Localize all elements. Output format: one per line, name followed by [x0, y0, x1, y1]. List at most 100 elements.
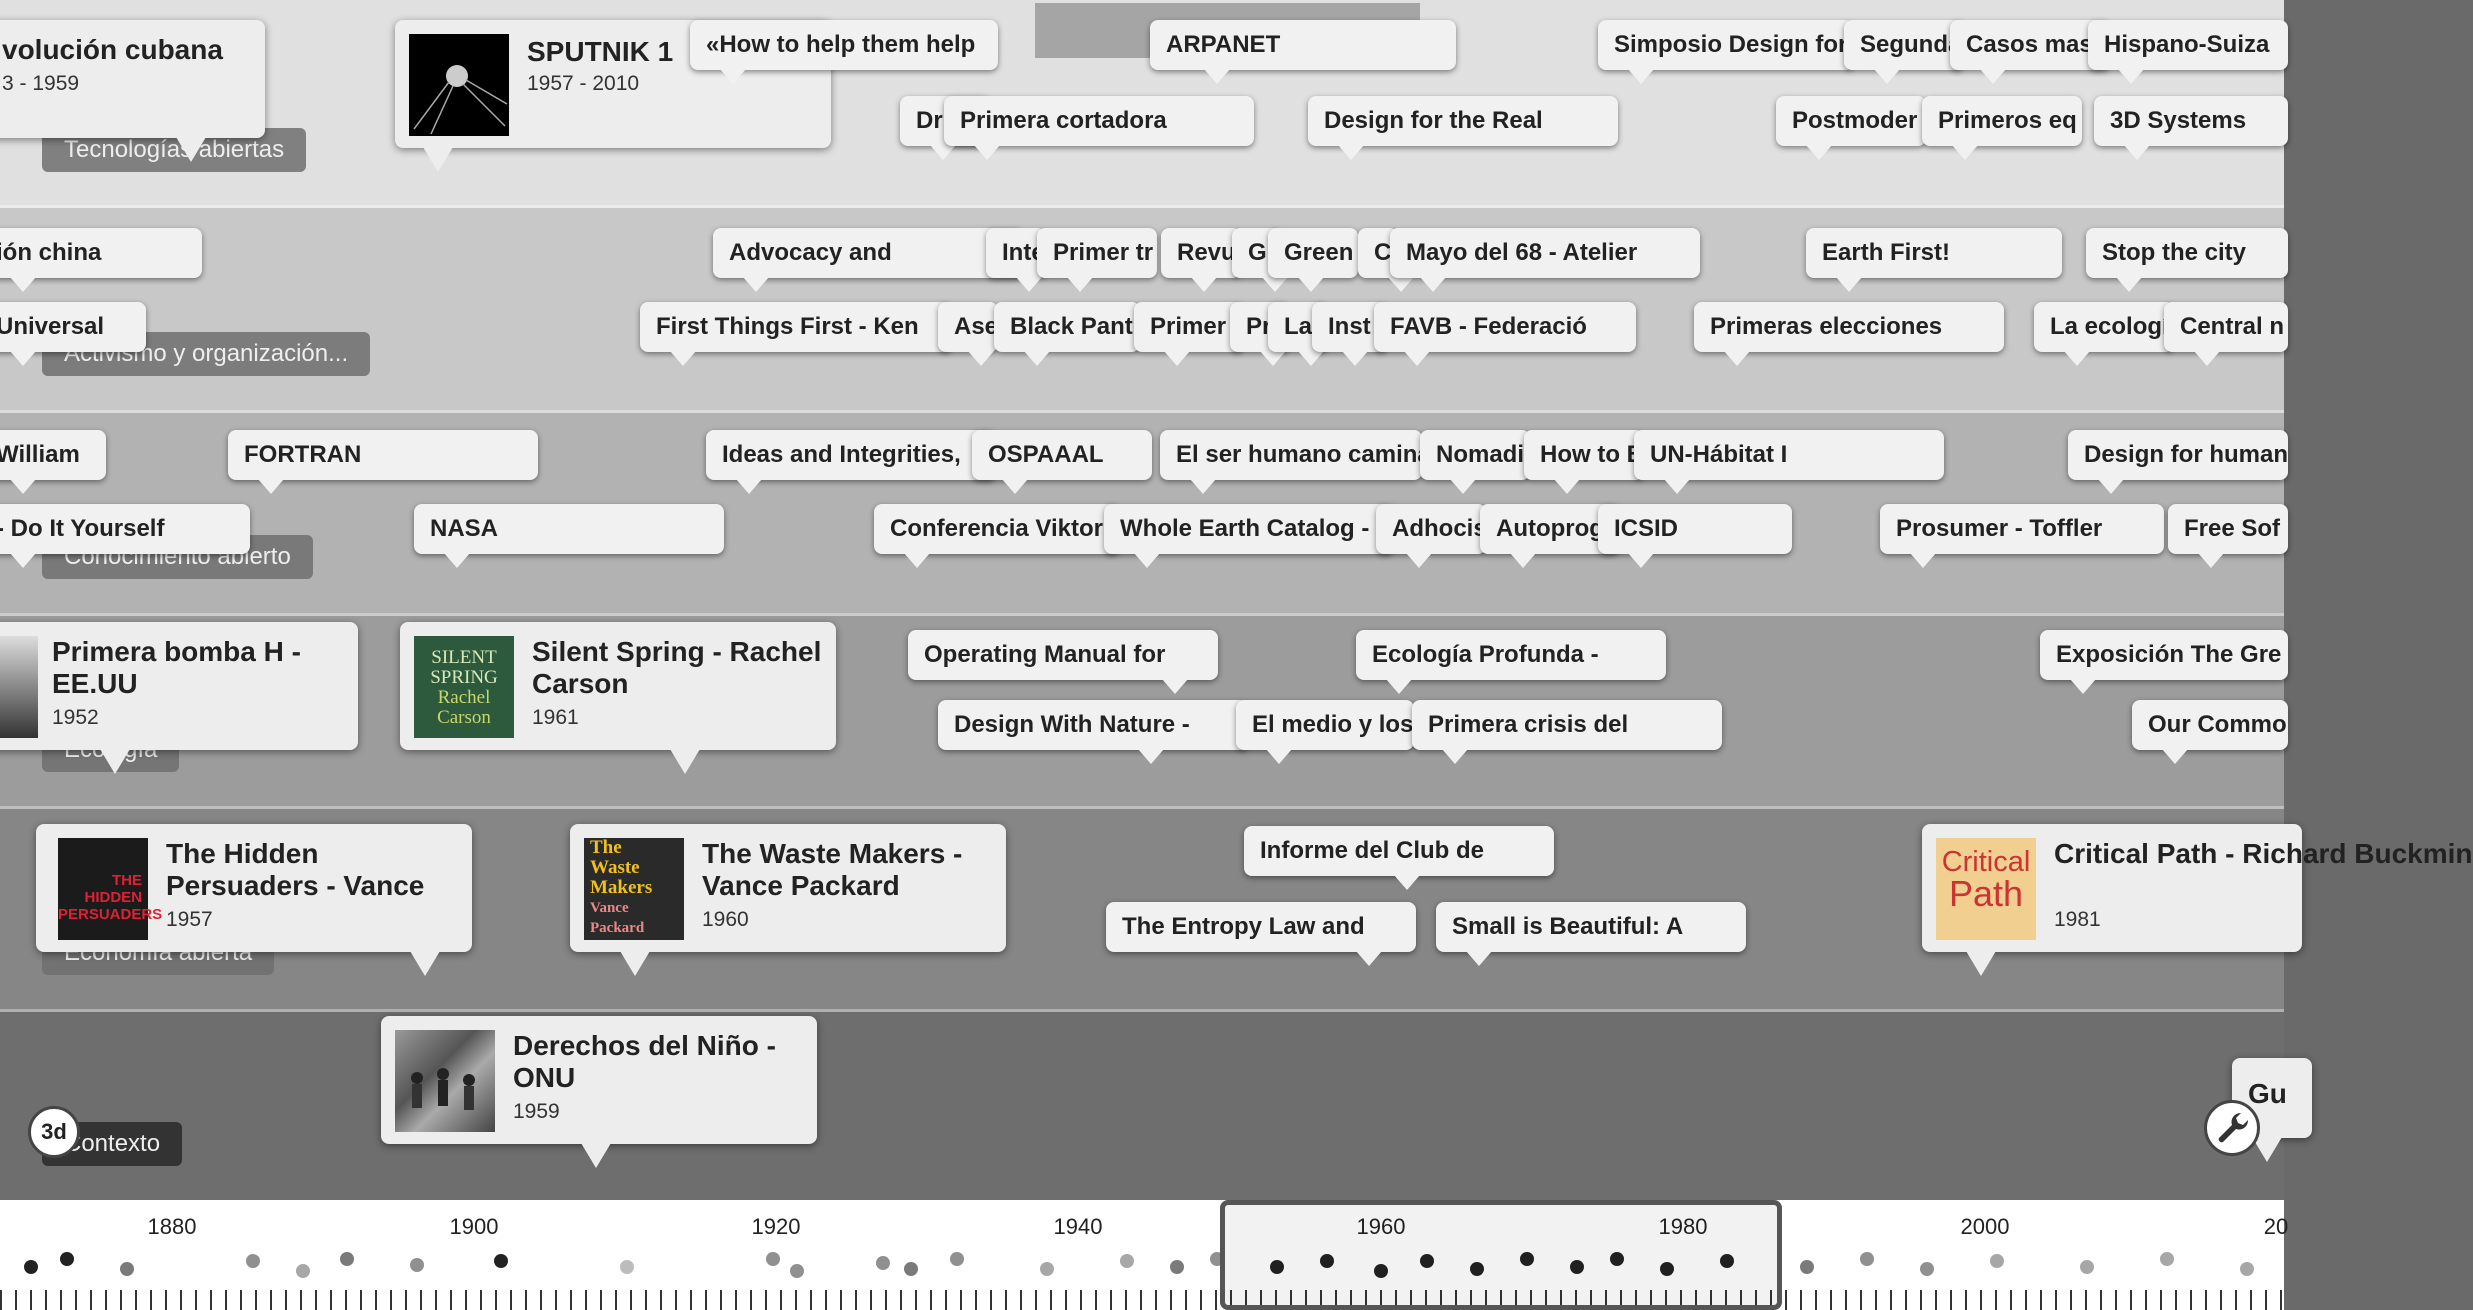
timeline-axis[interactable]: 1880 1900 1920 1940 1960 1980 2000 20	[0, 1200, 2288, 1310]
derechos-nino-photo	[395, 1030, 495, 1132]
event-flag-un-habitat[interactable]: UN-Hábitat I	[1634, 430, 1944, 494]
event-flag-exposicion-green[interactable]: Exposición The Gre	[2040, 630, 2288, 694]
event-card-year: 3 - 1959	[2, 72, 80, 95]
axis-year-label: 1980	[1658, 1214, 1708, 1239]
event-flag-design-nature[interactable]: Design With Nature -	[938, 700, 1248, 764]
event-flag-mayo-68[interactable]: Mayo del 68 - Atelier	[1390, 228, 1700, 292]
event-flag-favb[interactable]: FAVB - Federació	[1374, 302, 1636, 366]
event-flag-ecologia-profunda[interactable]: Ecología Profunda -	[1356, 630, 1666, 694]
event-flag-medio-y-los[interactable]: El medio y los	[1236, 700, 1414, 764]
event-flag-nomadic[interactable]: Nomadic	[1420, 430, 1537, 494]
axis-year-label: 1960	[1356, 1214, 1406, 1239]
event-card-title: volución cubana	[2, 34, 223, 65]
event-flag-autoprog[interactable]: Autoprog	[1480, 504, 1620, 568]
critical-path-cover: Critical Path	[1936, 838, 2036, 940]
view-3d-button[interactable]: 3d	[28, 1106, 80, 1158]
event-flag-fortran[interactable]: FORTRAN	[228, 430, 538, 494]
event-card-title: Silent Spring - Rachel Carson	[532, 636, 822, 699]
waste-makers-cover: The Waste Makers Vance Packard	[584, 838, 684, 940]
event-flag-ser-humano[interactable]: El ser humano camina	[1160, 430, 1431, 494]
event-flag-inte[interactable]: Inte	[986, 228, 1046, 292]
event-flag-green[interactable]: Green	[1268, 228, 1358, 292]
event-card-year: 1981	[2054, 908, 2101, 931]
event-flag-ase[interactable]: Ase	[938, 302, 998, 366]
event-card-title: Derechos del Niño - ONU	[513, 1030, 776, 1093]
event-card-title: Critical Path - Richard Buckmin	[2054, 838, 2473, 869]
event-card-silent-spring[interactable]: SILENT SPRING Rachel Carson Silent Sprin…	[400, 622, 836, 774]
event-flag-arpanet[interactable]: ARPANET	[1150, 20, 1456, 84]
event-card-year: 1961	[532, 706, 579, 729]
event-flag-revolucion-china[interactable]: ión china	[0, 228, 202, 292]
band-contexto: Contexto	[0, 1012, 2284, 1200]
event-card-waste-makers[interactable]: The Waste Makers Vance Packard The Waste…	[570, 824, 1006, 976]
event-flag-adhocism[interactable]: Adhocis	[1376, 504, 1487, 568]
event-card-gu[interactable]: Gu	[2232, 1058, 2312, 1162]
axis-year-label: 1920	[751, 1214, 801, 1239]
event-flag-earth-first[interactable]: Earth First!	[1806, 228, 2062, 292]
axis-year-label: 1940	[1053, 1214, 1103, 1239]
silent-spring-cover: SILENT SPRING Rachel Carson	[414, 636, 514, 738]
event-card-title: Primera bomba H - EE.UU	[52, 636, 301, 699]
event-card-critical-path[interactable]: Critical Path Critical Path - Richard Bu…	[1922, 824, 2473, 976]
event-flag-our-common[interactable]: Our Commo	[2132, 700, 2288, 764]
event-flag-nasa[interactable]: NASA	[414, 504, 724, 568]
event-flag-primera-cortadora[interactable]: Primera cortadora	[944, 96, 1254, 160]
event-flag-whole-earth[interactable]: Whole Earth Catalog -	[1104, 504, 1394, 568]
event-flag-segunda[interactable]: Segunda	[1844, 20, 1964, 84]
event-flag-free-software[interactable]: Free Sof	[2168, 504, 2288, 568]
event-flag-club-roma[interactable]: Informe del Club de	[1244, 826, 1554, 890]
event-flag-first-things-first[interactable]: First Things First - Ken	[640, 302, 952, 366]
axis-ticks	[0, 1290, 2284, 1310]
event-flag-small-beautiful[interactable]: Small is Beautiful: A	[1436, 902, 1746, 966]
event-flag-casos-masivos[interactable]: Casos masivos	[1950, 20, 2141, 84]
event-flag-ideas-integrities[interactable]: Ideas and Integrities,	[706, 430, 996, 494]
axis-year-label: 1900	[449, 1214, 499, 1239]
event-card-year: 1957	[166, 908, 213, 931]
event-card-year: 1952	[52, 706, 99, 729]
event-flag-how-to-help[interactable]: «How to help them help	[690, 20, 998, 84]
axis-year-label: 1880	[147, 1214, 197, 1239]
hidden-persuaders-cover: THE HIDDEN PERSUADERS	[58, 838, 162, 940]
event-card-hidden-persuaders[interactable]: THE HIDDEN PERSUADERS The Hidden Persuad…	[36, 824, 472, 976]
event-flag-design-real[interactable]: Design for the Real	[1308, 96, 1618, 160]
event-flag-primeros-eq[interactable]: Primeros eq	[1922, 96, 2082, 160]
event-flag-prosumer[interactable]: Prosumer - Toffler	[1880, 504, 2164, 568]
event-card-year: 1959	[513, 1100, 560, 1123]
event-flag-design-human[interactable]: Design for human	[2068, 430, 2288, 494]
wrench-icon	[2218, 1112, 2249, 1143]
event-flag-operating-manual[interactable]: Operating Manual for	[908, 630, 1218, 694]
event-flag-hispano-suiza[interactable]: Hispano-Suiza	[2088, 20, 2288, 84]
event-card-title: SPUTNIK 1	[527, 36, 674, 67]
event-flag-central[interactable]: Central n	[2164, 302, 2288, 366]
event-flag-advocacy[interactable]: Advocacy and	[713, 228, 1023, 292]
event-flag-ospaaal[interactable]: OSPAAAL	[972, 430, 1152, 494]
event-card-sputnik[interactable]: SPUTNIK 1 1957 - 2010	[395, 20, 831, 172]
event-flag-3d-systems[interactable]: 3D Systems	[2094, 96, 2288, 160]
event-card-title: The Waste Makers - Vance Packard	[702, 838, 963, 901]
event-flag-postmoder[interactable]: Postmoder	[1776, 96, 1926, 160]
event-flag-simposio[interactable]: Simposio Design for	[1598, 20, 1854, 84]
event-flag-how-to-b[interactable]: How to B	[1524, 430, 1644, 494]
event-flag-conferencia-viktor[interactable]: Conferencia Viktor	[874, 504, 1120, 568]
event-flag-primer[interactable]: Primer	[1134, 302, 1244, 366]
event-flag-black-panthers[interactable]: Black Pant	[994, 302, 1140, 366]
event-flag-primer-tr[interactable]: Primer tr	[1037, 228, 1157, 292]
event-card-bomba-h[interactable]: Primera bomba H - EE.UU 1952	[0, 622, 358, 774]
event-flag-la-ecologia[interactable]: La ecologí	[2034, 302, 2174, 366]
sputnik-image	[409, 34, 509, 136]
event-flag-diy[interactable]: - Do It Yourself	[0, 504, 250, 568]
event-flag-entropy-law[interactable]: The Entropy Law and	[1106, 902, 1416, 966]
settings-wrench-button[interactable]	[2204, 1100, 2260, 1156]
event-card-derechos-nino[interactable]: Derechos del Niño - ONU 1959	[381, 1016, 817, 1168]
event-flag-revu[interactable]: Revu	[1161, 228, 1241, 292]
axis-year-label: 2000	[1960, 1214, 2010, 1239]
event-card-revolucion-cubana[interactable]: volución cubana 3 - 1959	[0, 20, 265, 162]
event-flag-stop-city[interactable]: Stop the city	[2086, 228, 2288, 292]
event-flag-primeras-elecciones[interactable]: Primeras elecciones	[1694, 302, 2004, 366]
event-flag-primera-crisis[interactable]: Primera crisis del	[1412, 700, 1722, 764]
event-flag-universal[interactable]: Universal	[0, 302, 146, 366]
event-flag-william[interactable]: William	[0, 430, 106, 494]
event-flag-icsid[interactable]: ICSID	[1598, 504, 1792, 568]
timeline-visible-window-handle[interactable]	[1220, 1200, 1782, 1310]
